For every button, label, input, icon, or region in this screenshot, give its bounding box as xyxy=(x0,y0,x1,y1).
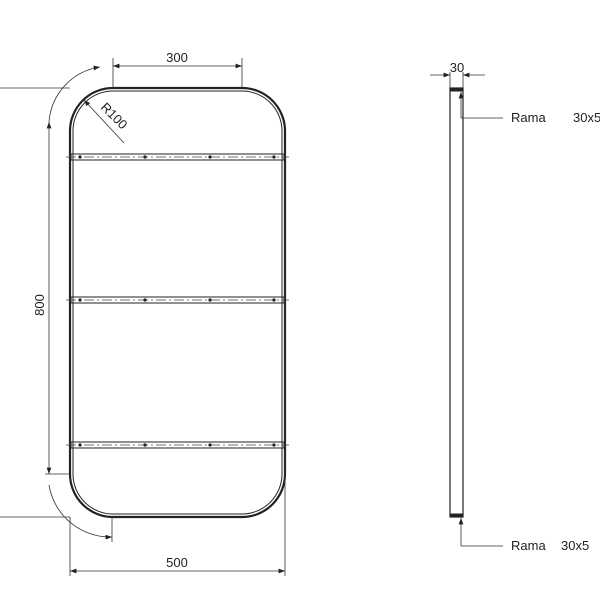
bolt-hole xyxy=(143,298,147,302)
bolt-hole xyxy=(208,155,212,159)
radius-callout: R100 xyxy=(83,100,131,144)
top-callout-size: 30x5 xyxy=(573,110,600,125)
dimension-300: 300 xyxy=(112,50,243,88)
bolt-hole xyxy=(143,443,147,447)
dimension-500: 500 xyxy=(69,150,286,576)
dim-30-label: 30 xyxy=(450,60,464,75)
bottom-callout-label: Rama xyxy=(511,538,546,553)
bottom-callout: Rama 30x5 xyxy=(458,518,589,553)
bolt-hole xyxy=(143,155,147,159)
radius-label: R100 xyxy=(98,100,131,133)
top-callout-label: Rama xyxy=(511,110,546,125)
dimension-30: 30 xyxy=(430,60,485,88)
bolt-hole xyxy=(272,298,276,302)
crossbar xyxy=(66,441,289,449)
dim-300-label: 300 xyxy=(166,50,188,65)
bolt-hole xyxy=(78,155,82,159)
bottom-callout-size: 30x5 xyxy=(561,538,589,553)
bolt-hole xyxy=(208,298,212,302)
bolt-hole xyxy=(272,443,276,447)
crossbar xyxy=(66,296,289,304)
top-callout: Rama 30x5 xyxy=(458,92,600,125)
dimension-800: 800 xyxy=(32,65,113,542)
crossbar xyxy=(66,153,289,161)
bolt-hole xyxy=(208,443,212,447)
crossbars xyxy=(66,153,289,449)
dim-500-label: 500 xyxy=(166,555,188,570)
bolt-hole xyxy=(78,298,82,302)
bolt-hole xyxy=(272,155,276,159)
bolt-hole xyxy=(78,443,82,447)
dim-800-label: 800 xyxy=(32,294,47,316)
side-view xyxy=(449,87,464,518)
